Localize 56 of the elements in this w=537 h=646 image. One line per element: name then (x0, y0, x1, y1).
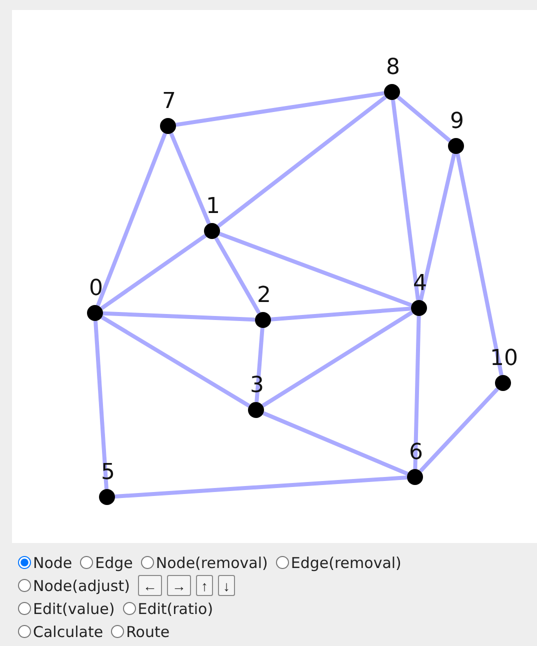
edge-mode-radio: Edge (80, 554, 133, 572)
vertex-label: 4 (413, 273, 427, 295)
vertex-label: 6 (409, 442, 423, 464)
vertex-label: 5 (101, 462, 115, 484)
vertex-label: 3 (250, 375, 264, 397)
edge-removal-radio: Edge(removal) (276, 554, 402, 572)
vertex-dot (384, 84, 400, 100)
vertex-dot (204, 223, 220, 239)
edge-line (102, 311, 256, 322)
vertex-label: 0 (89, 278, 103, 300)
edge-line (396, 96, 452, 142)
edge-line (262, 411, 408, 476)
edge-line (262, 310, 414, 408)
calculate-radio: Calculate (18, 622, 104, 640)
edge-line (100, 315, 250, 408)
edge-line (214, 236, 261, 314)
vertex-dot (255, 312, 271, 328)
edit-value-radio: Edit(value) (18, 600, 115, 618)
vertex-label: 10 (490, 348, 518, 370)
vertex-label: 8 (386, 57, 400, 79)
edit-ratio-radio: Edit(ratio) (122, 600, 214, 618)
edge-line (114, 476, 408, 498)
vertex-label: 2 (257, 285, 271, 307)
edge-line (218, 232, 412, 308)
up-arrow-button: ↑ (196, 575, 213, 596)
down-arrow-button: ↓ (218, 575, 235, 596)
edge-line (419, 387, 499, 473)
node-removal-radio: Node(removal) (140, 554, 268, 572)
route-radio: Route (111, 622, 170, 640)
edge-line (176, 91, 384, 127)
edge-line (270, 306, 412, 322)
vertex-label: 1 (206, 196, 220, 218)
edge-line (391, 100, 420, 300)
vertex-dot (248, 402, 264, 418)
vertex-dot (448, 138, 464, 154)
vertex-label: 7 (162, 91, 176, 113)
edge-line (169, 132, 211, 224)
edge-line (418, 153, 456, 301)
node-mode-radio: Node (18, 554, 72, 572)
edge-line (96, 132, 167, 306)
vertex-dot (99, 489, 115, 505)
vertex-dot (160, 118, 176, 134)
vertex-dot (411, 300, 427, 316)
edge-line (254, 328, 264, 402)
right-arrow-button: → (166, 575, 191, 596)
edge-line (413, 316, 421, 470)
vertex-dot (87, 305, 103, 321)
edge-line (217, 95, 387, 228)
edge-line (94, 320, 108, 490)
vertex-dot (407, 469, 423, 485)
left-arrow-button: ← (138, 575, 162, 596)
vertex-dot (495, 375, 511, 391)
node-adjust-radio: Node(adjust) (18, 576, 130, 594)
vertex-label: 9 (450, 111, 464, 133)
edge-line (100, 234, 207, 310)
edge-line (456, 153, 504, 376)
